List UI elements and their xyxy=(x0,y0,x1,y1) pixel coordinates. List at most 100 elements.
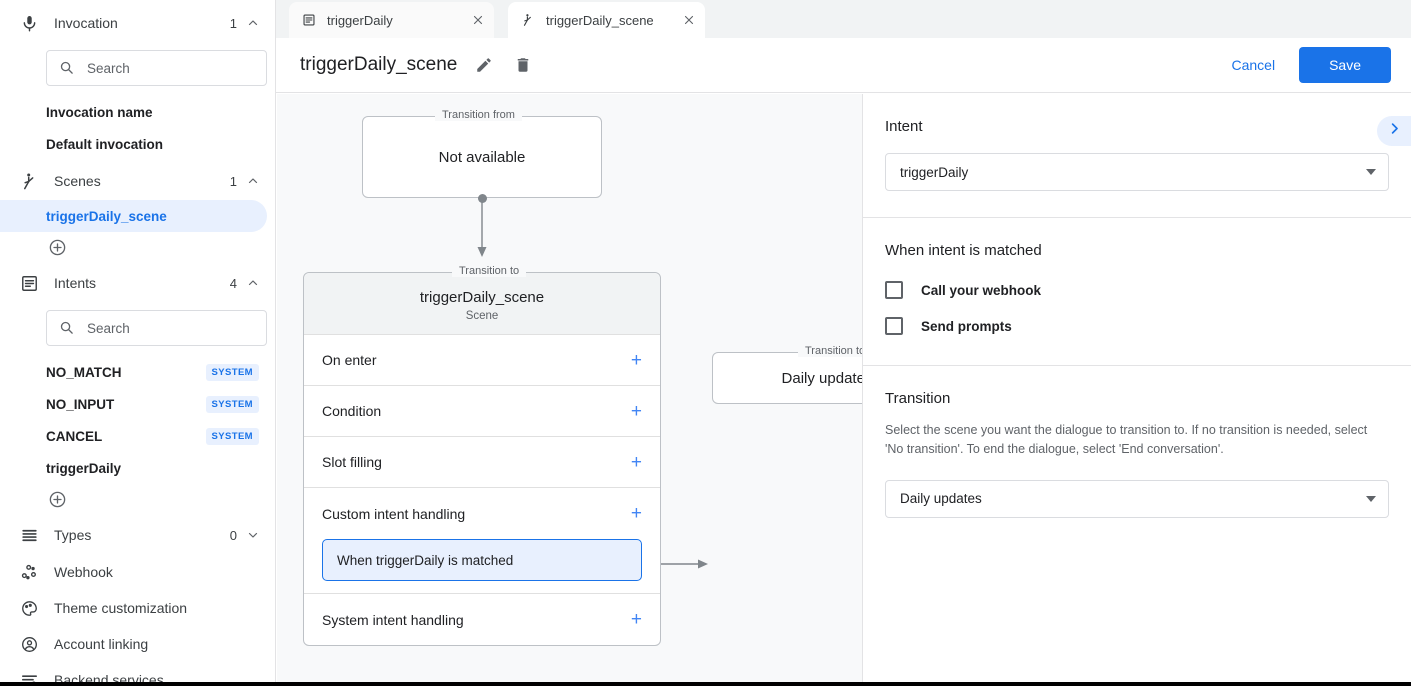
sidebar: Invocation 1 Search Invocation name Defa… xyxy=(0,0,276,682)
types-icon xyxy=(18,524,40,546)
sidebar-item-cancel[interactable]: CANCEL SYSTEM xyxy=(0,420,275,452)
sidebar-group-types-count: 0 xyxy=(229,527,237,543)
webhook-icon xyxy=(18,561,40,583)
chevron-up-icon xyxy=(247,17,259,29)
sidebar-item-label: NO_MATCH xyxy=(46,364,122,380)
sidebar-group-scenes[interactable]: Scenes 1 xyxy=(0,162,275,200)
panel-collapse-button[interactable] xyxy=(1377,116,1411,146)
page-header: triggerDaily_scene Cancel Save xyxy=(276,38,1411,93)
scene-card-title: triggerDaily_scene xyxy=(419,289,545,306)
sidebar-group-types[interactable]: Types 0 xyxy=(0,516,275,554)
search-icon xyxy=(59,320,75,336)
trash-icon[interactable] xyxy=(514,56,533,75)
sidebar-group-types-label: Types xyxy=(54,527,92,543)
transition-select-value: Daily updates xyxy=(900,491,982,507)
intents-search-input[interactable]: Search xyxy=(46,310,267,346)
sidebar-item-label: Theme customization xyxy=(54,600,188,616)
sidebar-group-intents[interactable]: Intents 4 xyxy=(0,264,275,302)
sidebar-group-intents-label: Intents xyxy=(54,275,97,291)
plus-circle-icon xyxy=(48,238,67,257)
tab-label: triggerDaily xyxy=(327,12,393,28)
sidebar-item-account-linking[interactable]: Account linking xyxy=(0,626,275,662)
checkbox-label: Send prompts xyxy=(921,318,1012,334)
sidebar-item-default-invocation[interactable]: Default invocation xyxy=(0,128,275,160)
transition-target-value: Daily updates xyxy=(781,369,862,387)
sidebar-group-invocation-count: 1 xyxy=(229,15,237,31)
transition-target-legend: Transition to xyxy=(798,345,862,357)
sidebar-item-no-input[interactable]: NO_INPUT SYSTEM xyxy=(0,388,275,420)
sidebar-item-label: Webhook xyxy=(54,564,113,580)
status-badge: SYSTEM xyxy=(205,427,259,445)
sidebar-item-triggerdaily[interactable]: triggerDaily xyxy=(0,452,275,484)
scene-row-on-enter[interactable]: On enter + xyxy=(304,335,660,386)
sidebar-item-label: Account linking xyxy=(54,636,149,652)
page-title: triggerDaily_scene xyxy=(300,54,458,75)
when-matched-heading: When intent is matched xyxy=(885,242,1042,259)
transition-from-legend: Transition from xyxy=(435,109,522,121)
scene-row-slot-filling[interactable]: Slot filling + xyxy=(304,437,660,488)
transition-description: Select the scene you want the dialogue t… xyxy=(885,423,1368,457)
tab-triggerdaily-scene[interactable]: triggerDaily_scene xyxy=(508,2,705,38)
sidebar-item-invocation-name[interactable]: Invocation name xyxy=(0,96,275,128)
sidebar-item-label: Backend services xyxy=(54,672,164,682)
sidebar-item-triggerdaily-scene[interactable]: triggerDaily_scene xyxy=(0,200,267,232)
sidebar-item-webhook[interactable]: Webhook xyxy=(0,554,275,590)
scene-row-system-intent-handling[interactable]: System intent handling + xyxy=(304,594,660,645)
scene-row-label: Slot filling xyxy=(322,454,382,470)
transition-from-node[interactable]: Transition from Not available xyxy=(362,109,602,198)
close-icon[interactable] xyxy=(680,12,697,29)
add-custom-intent-button[interactable]: + xyxy=(630,503,642,524)
pencil-icon[interactable] xyxy=(475,56,494,75)
plus-circle-icon xyxy=(48,490,67,509)
scene-row-label: On enter xyxy=(322,352,377,368)
scene-row-custom-intent-handling[interactable]: Custom intent handling + xyxy=(304,488,660,539)
add-condition-button[interactable]: + xyxy=(630,400,642,422)
sidebar-item-no-match[interactable]: NO_MATCH SYSTEM xyxy=(0,356,275,388)
chevron-up-icon xyxy=(247,277,259,289)
scene-card[interactable]: Transition to triggerDaily_scene Scene O… xyxy=(303,265,661,646)
scene-row-condition[interactable]: Condition + xyxy=(304,386,660,437)
custom-intent-handler-chip[interactable]: When triggerDaily is matched xyxy=(322,539,642,581)
add-intent-button[interactable] xyxy=(0,484,275,514)
scene-graph-canvas[interactable]: Transition from Not available Transition… xyxy=(277,94,862,682)
scene-row-label: Custom intent handling xyxy=(322,505,466,522)
add-slot-filling-button[interactable]: + xyxy=(630,451,642,473)
checkbox-box[interactable] xyxy=(885,317,903,335)
sidebar-item-label: NO_INPUT xyxy=(46,396,115,412)
account-circle-icon xyxy=(18,633,40,655)
intent-select[interactable]: triggerDaily xyxy=(885,153,1389,191)
sidebar-group-intents-count: 4 xyxy=(229,275,237,291)
save-button[interactable]: Save xyxy=(1299,47,1391,83)
transition-to-legend: Transition to xyxy=(452,265,527,277)
invocation-search-placeholder: Search xyxy=(87,60,130,76)
intents-search-placeholder: Search xyxy=(87,320,130,336)
checkbox-call-your-webhook[interactable]: Call your webhook xyxy=(885,281,1389,299)
panel-section-transition: Transition Select the scene you want the… xyxy=(863,366,1411,544)
palette-icon xyxy=(18,597,40,619)
invocation-search-input[interactable]: Search xyxy=(46,50,267,86)
checkbox-send-prompts[interactable]: Send prompts xyxy=(885,317,1389,335)
close-icon[interactable] xyxy=(469,12,486,29)
scene-card-header: triggerDaily_scene Scene xyxy=(304,273,660,335)
sidebar-item-label: CANCEL xyxy=(46,428,103,444)
chevron-right-icon xyxy=(1387,121,1402,141)
scene-row-label: System intent handling xyxy=(322,611,464,628)
chevron-down-icon xyxy=(1366,495,1376,502)
sidebar-item-theme-customization[interactable]: Theme customization xyxy=(0,590,275,626)
transition-select[interactable]: Daily updates xyxy=(885,479,1389,518)
sidebar-group-invocation[interactable]: Invocation 1 xyxy=(0,4,275,42)
add-on-enter-button[interactable]: + xyxy=(630,349,642,371)
sidebar-item-label: triggerDaily xyxy=(46,460,122,476)
cancel-button[interactable]: Cancel xyxy=(1219,49,1287,81)
scene-card-subtitle: Scene xyxy=(465,310,499,322)
panel-section-intent: Intent triggerDaily xyxy=(863,94,1411,218)
add-system-intent-button[interactable]: + xyxy=(630,609,642,630)
sidebar-item-label: triggerDaily_scene xyxy=(46,208,167,224)
sidebar-item-backend-services[interactable]: Backend services xyxy=(0,662,275,682)
add-scene-button[interactable] xyxy=(0,232,275,262)
tab-triggerdaily[interactable]: triggerDaily xyxy=(289,2,494,38)
transition-target-node[interactable]: Transition to Daily updates xyxy=(712,345,862,404)
checkbox-box[interactable] xyxy=(885,281,903,299)
scene-icon xyxy=(18,170,40,192)
microphone-icon xyxy=(18,12,40,34)
